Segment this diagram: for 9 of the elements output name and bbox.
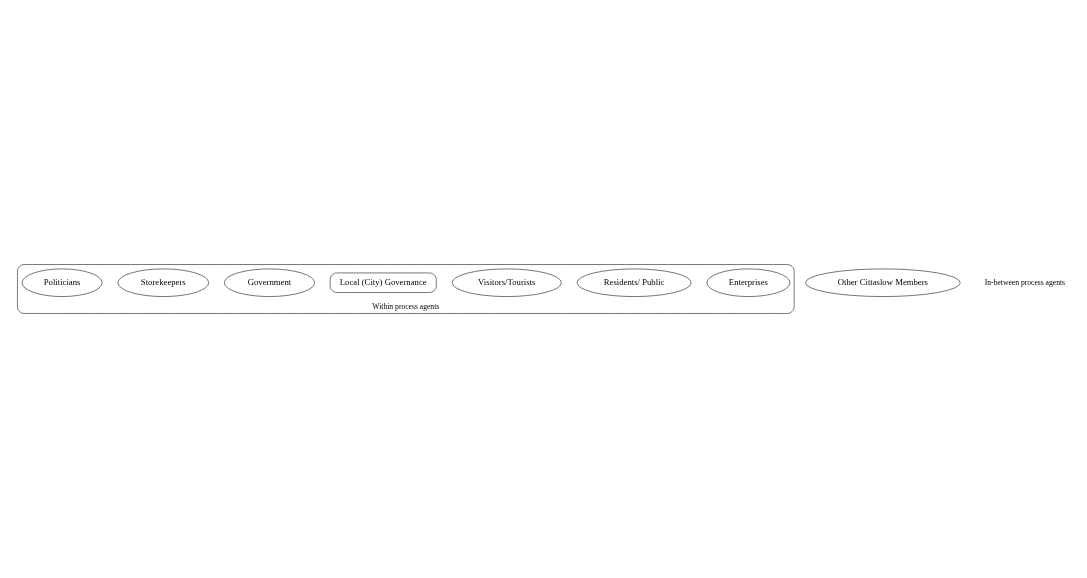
node-ellipse: Other Cittaslow Members [805, 268, 961, 297]
node-ellipse: Storekeepers [117, 268, 209, 297]
label: In-between process agents [984, 277, 1066, 287]
node-ellipse: Residents/ Public [576, 268, 692, 297]
node-ellipse: Enterprises [706, 268, 791, 297]
node-ellipse: Visitors/Tourists [451, 268, 562, 297]
node-box: Local (City) Governance [329, 272, 437, 293]
node-ellipse: Government [224, 268, 315, 297]
node-ellipse: Politicians [21, 268, 103, 297]
